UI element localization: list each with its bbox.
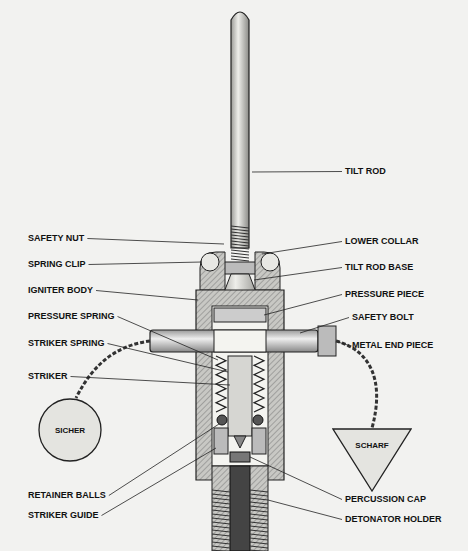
part-label: PERCUSSION CAP xyxy=(345,494,426,505)
part-label: TILT ROD xyxy=(345,166,386,177)
leader-line xyxy=(118,317,218,361)
leader-line xyxy=(252,171,342,173)
leader-line xyxy=(108,344,228,373)
tag-text: SICHER xyxy=(38,426,102,435)
part-label: METAL END PIECE xyxy=(352,340,433,351)
part-label: SAFETY NUT xyxy=(28,233,84,244)
leader-line xyxy=(71,377,230,386)
part-label: IGNITER BODY xyxy=(28,285,93,296)
leader-line xyxy=(338,342,349,346)
leader-line xyxy=(96,291,198,301)
leader-line xyxy=(109,424,219,496)
part-label: STRIKER SPRING xyxy=(28,338,105,349)
part-label: LOWER COLLAR xyxy=(345,236,419,247)
part-label: SAFETY BOLT xyxy=(352,312,414,323)
tag-text: SCHARF xyxy=(332,441,412,450)
part-label: PRESSURE PIECE xyxy=(345,289,424,300)
leader-line xyxy=(254,268,342,281)
leader-line xyxy=(264,295,342,316)
part-label: DETONATOR HOLDER xyxy=(345,514,442,525)
armed-tag: SCHARF xyxy=(332,428,412,492)
leader-line xyxy=(89,262,202,265)
leader-line xyxy=(268,500,342,520)
part-label: PRESSURE SPRING xyxy=(28,311,115,322)
leader-line xyxy=(300,318,349,334)
leader-line xyxy=(87,239,224,245)
part-label: RETAINER BALLS xyxy=(28,490,106,501)
leader-line xyxy=(250,457,342,500)
triangle-outline xyxy=(332,428,412,492)
part-label: STRIKER xyxy=(28,371,68,382)
safe-tag: SICHER xyxy=(38,398,102,462)
leader-line xyxy=(102,448,216,516)
leader-line xyxy=(262,242,342,255)
part-label: STRIKER GUIDE xyxy=(28,510,99,521)
part-label: TILT ROD BASE xyxy=(345,262,413,273)
part-label: SPRING CLIP xyxy=(28,259,86,270)
